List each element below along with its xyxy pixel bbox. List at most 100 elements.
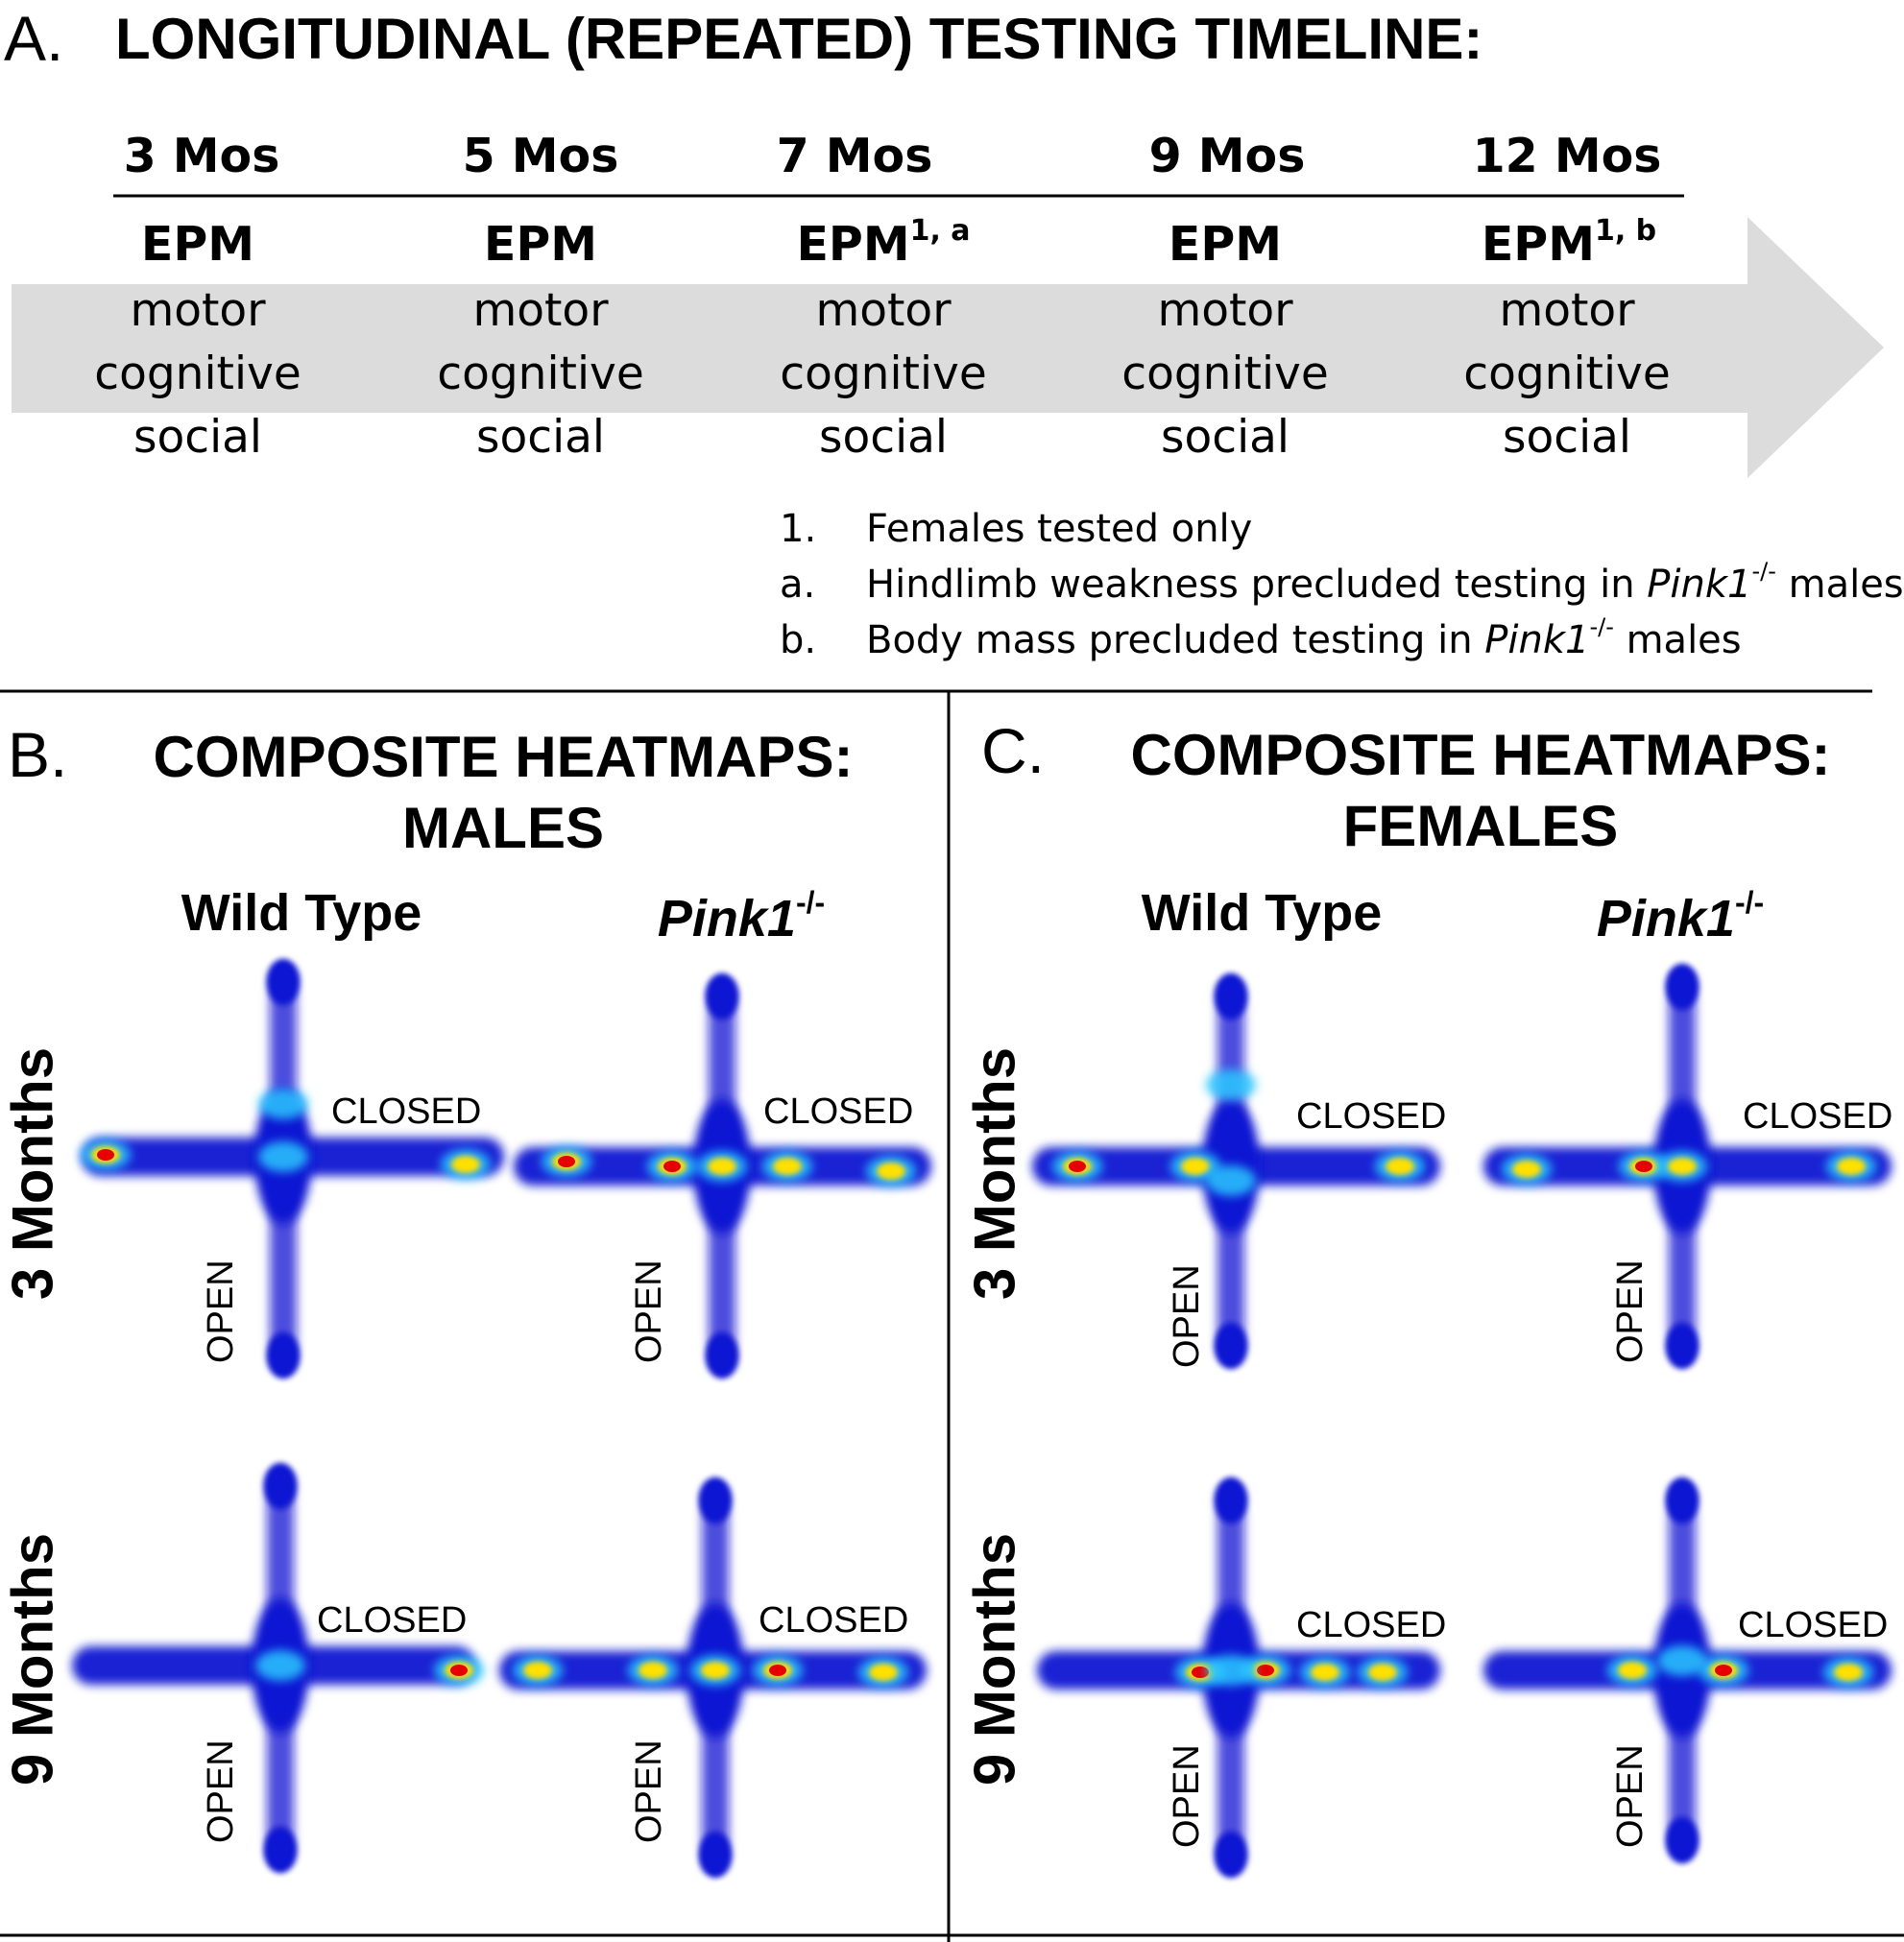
timepoint-test-cognitive: cognitive (1463, 348, 1671, 400)
open-arm-end-blob (264, 1463, 297, 1509)
open-arm-label: OPEN (629, 1259, 669, 1363)
epm-heatmap: CLOSED OPEN (1037, 1477, 1446, 1878)
open-arm-end-blob (1215, 1323, 1247, 1369)
timepoint-epm: EPM1, a (796, 214, 971, 273)
hotspot-core (1257, 1665, 1274, 1676)
timepoint-test-social: social (818, 411, 948, 464)
timepoint-test-cognitive: cognitive (780, 348, 987, 400)
timepoint-label: 9 Mos (1148, 129, 1306, 183)
footnote-text: Hindlimb weakness precluded testing in P… (866, 557, 1904, 607)
open-arm-end-blob (1666, 1323, 1699, 1369)
hotspot-core (1635, 1161, 1652, 1172)
open-arm-end-blob (1666, 964, 1699, 1010)
timeline-arrow (12, 194, 1884, 478)
footnote-marker: b. (780, 618, 817, 662)
footnote-text: Body mass precluded testing in Pink1-/- … (866, 612, 1742, 662)
timepoint-test-social: social (1502, 411, 1631, 464)
open-arm-end-blob (706, 973, 738, 1019)
hotspot-core (450, 1665, 468, 1676)
footnote-a: a. Hindlimb weakness precluded testing i… (780, 560, 1904, 611)
closed-arm-label: CLOSED (1738, 1605, 1888, 1645)
timepoint-test-social: social (1160, 411, 1289, 464)
epm-heatmap: CLOSED OPEN (1483, 964, 1892, 1369)
closed-arm-label: CLOSED (1296, 1605, 1446, 1645)
hotspot-warm (869, 1664, 898, 1681)
closed-arm-label: CLOSED (759, 1600, 908, 1641)
epm-heatmap: CLOSED OPEN (81, 959, 504, 1379)
column-header-pink1: Pink1-/- (1596, 885, 1765, 947)
hotspot-warm (773, 1158, 802, 1175)
column-header-wild-type: Wild Type (181, 884, 422, 942)
hotspot-warm (1368, 1664, 1397, 1681)
hotspot-core (1192, 1666, 1209, 1678)
hotspot-core (769, 1665, 786, 1676)
timepoint-test-social: social (133, 411, 262, 464)
panel-a-letter: A. (4, 3, 64, 74)
panel-b-letter: B. (8, 719, 68, 790)
timepoint-test-cognitive: cognitive (94, 348, 301, 400)
hotspot-warm (523, 1662, 552, 1679)
open-arm-end-blob (264, 1827, 297, 1873)
open-arm-end-blob (1666, 1817, 1699, 1863)
hotspot-warm (1837, 1158, 1866, 1175)
column-header-wild-type: Wild Type (1141, 884, 1383, 942)
timepoint-epm: EPM (483, 217, 598, 272)
hotspot-core (1715, 1665, 1732, 1676)
hotspot-warm (1618, 1662, 1647, 1679)
hotspot-core (1069, 1161, 1086, 1172)
timepoint-test-motor: motor (130, 284, 266, 337)
open-arm-label: OPEN (1610, 1259, 1651, 1363)
timepoint-test-motor: motor (1499, 284, 1635, 337)
panel-c-title-line2: FEMALES (1342, 794, 1619, 858)
open-arm-end-blob (706, 1332, 738, 1379)
open-arm-end-blob (267, 959, 300, 1005)
timepoint-label: 3 Mos (123, 129, 280, 183)
timepoint-label: 7 Mos (776, 129, 933, 183)
open-arm-label: OPEN (629, 1739, 669, 1843)
closed-arm-label: CLOSED (763, 1091, 913, 1132)
footnote-1: 1. Females tested only (780, 507, 1836, 555)
epm-heatmap: CLOSED OPEN (499, 1477, 927, 1878)
timepoint-epm: EPM (1168, 217, 1283, 272)
hotspot-core (663, 1161, 681, 1172)
panel-b-title-line2: MALES (402, 796, 604, 860)
closed-arm-label: CLOSED (317, 1600, 467, 1641)
closed-arm-label: CLOSED (1743, 1096, 1892, 1137)
hotspot-core (558, 1156, 575, 1167)
panel-a-title: LONGITUDINAL (REPEATED) TESTING TIMELINE… (115, 7, 1483, 71)
hotspot-warm (451, 1156, 480, 1173)
timepoint-epm: EPM1, b (1481, 214, 1657, 273)
hotspot-halo (258, 1141, 308, 1172)
hotspot-halo (1206, 1069, 1256, 1100)
hotspot-warm (1512, 1161, 1541, 1178)
hotspot-halo (1657, 1645, 1707, 1676)
hotspot-halo (255, 1650, 305, 1681)
hotspot-halo (258, 1089, 308, 1119)
timepoint-label: 5 Mos (462, 129, 619, 183)
open-arm-end-blob (267, 1332, 300, 1379)
footnote-marker: 1. (780, 507, 817, 551)
open-arm-end-blob (699, 1832, 732, 1878)
timepoint-test-cognitive: cognitive (1121, 348, 1329, 400)
open-arm-end-blob (699, 1477, 732, 1523)
footnote-b: b. Body mass precluded testing in Pink1-… (780, 612, 1836, 666)
open-arm-label: OPEN (201, 1259, 241, 1363)
open-arm-end-blob (1666, 1477, 1699, 1523)
hotspot-warm (639, 1662, 667, 1679)
panel-b-title-line1: COMPOSITE HEATMAPS: (153, 725, 854, 789)
panel-c-letter: C. (981, 715, 1045, 786)
panel-c-title-line1: COMPOSITE HEATMAPS: (1130, 723, 1831, 787)
timeline-arrow-shape (12, 217, 1884, 478)
closed-arm-label: CLOSED (331, 1091, 481, 1132)
open-arm-end-blob (1215, 1832, 1247, 1878)
open-arm-label: OPEN (1167, 1744, 1207, 1848)
timepoint-test-motor: motor (1157, 284, 1293, 337)
column-header-pink1: Pink1-/- (657, 885, 826, 947)
epm-heatmap: CLOSED OPEN (514, 973, 931, 1379)
